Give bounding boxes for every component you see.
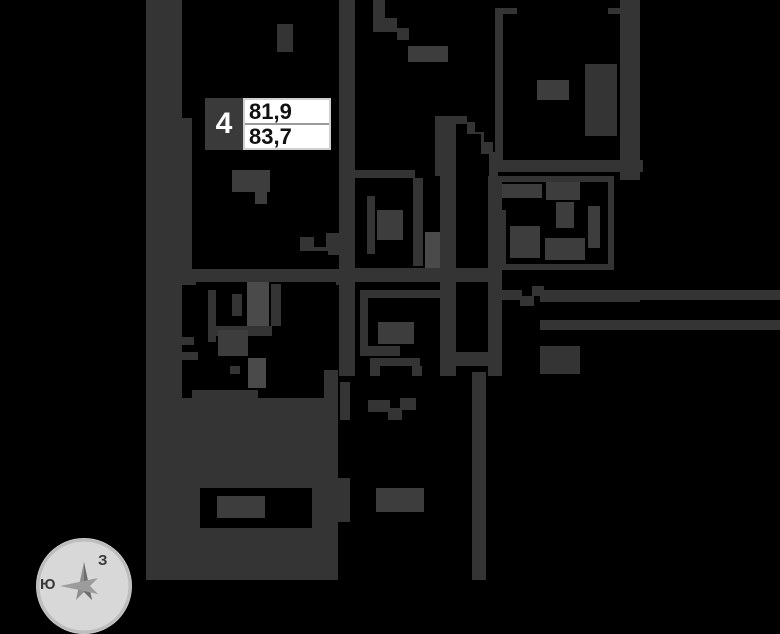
wall-center-right-bottom [440, 352, 502, 366]
wall-top-right-bottom [495, 160, 643, 172]
wall-top-diag-2 [385, 18, 397, 32]
wall-wc-right [413, 178, 423, 266]
wall-wc-divider [367, 196, 375, 254]
area-total: 81,9 [245, 100, 329, 125]
wall-right-stub [500, 290, 522, 300]
wall-top-right-col [585, 64, 617, 136]
furniture-top-right [537, 80, 569, 100]
area-values: 81,9 83,7 [243, 98, 331, 150]
wall-kitchen-frame-r [608, 176, 614, 270]
wall-right-diag-1 [520, 296, 534, 306]
wall-top-right-inner-l [503, 8, 517, 14]
wall-bath-small-1 [182, 337, 194, 345]
wall-balcony-left-bottom [180, 572, 325, 580]
area-badge[interactable]: 4 81,9 83,7 [205, 98, 331, 150]
wall-center-right-vert [440, 120, 456, 388]
room-bath-lower [272, 356, 306, 380]
wall-kitchen-frame-b [492, 264, 614, 270]
wall-top-right-inner-r [608, 8, 620, 14]
wall-bottom-notch-1 [368, 400, 390, 412]
furniture-balcony-left [217, 496, 265, 518]
wall-center-bath-b [368, 346, 400, 356]
floor-plan-canvas: 4 81,9 83,7 Ю З [36, 0, 780, 634]
wall-bath-bottom [192, 390, 258, 400]
wall-balcony-center-right [472, 372, 486, 580]
wall-bottom-center-vert [324, 370, 338, 580]
furniture-center-bath-fixture [378, 322, 414, 344]
wall-bottom-left-notch [170, 568, 180, 580]
door-arc-upper-5 [481, 142, 493, 154]
wall-bottom-notch-3 [400, 398, 416, 410]
room-living-nook [300, 251, 328, 269]
furniture-balcony-center [376, 488, 424, 512]
room-main-living [182, 57, 339, 269]
furniture-bath-wc [248, 358, 266, 388]
wall-bath-vert-2 [232, 294, 242, 316]
wall-main-living-ledge [182, 118, 192, 270]
wall-bath-vert-3 [271, 284, 281, 326]
wall-balcony-center-stub [340, 382, 350, 420]
area-secondary: 83,7 [249, 123, 292, 149]
furniture-kitchen-counter-1 [496, 184, 542, 198]
wall-bottom-notch-2 [388, 408, 402, 420]
wall-right-block [540, 346, 580, 374]
furniture-kitchen-block [556, 202, 574, 228]
wall-top-right-left [495, 8, 503, 168]
wall-center-bath-l [360, 290, 368, 356]
wall-top-notch-a [277, 24, 293, 52]
wall-top-diag-3 [397, 28, 409, 40]
furniture-kitchen-block-3 [545, 238, 585, 260]
furniture-kitchen-counter-2 [546, 182, 580, 200]
compass-rose: Ю З [36, 538, 132, 634]
wall-living-bottom [182, 269, 342, 285]
room-top-4 [397, 0, 463, 28]
room-door-upper-inner2 [467, 134, 481, 176]
wall-top-diag-1 [373, 0, 385, 32]
room-balcony-center [338, 376, 478, 580]
furniture-kitchen-sink [510, 226, 540, 258]
wall-right-line-3 [540, 320, 780, 330]
door-arc-upper-6 [488, 152, 498, 176]
compass-label-south: Ю [40, 576, 56, 593]
wall-right-diag-2 [532, 286, 544, 296]
furniture-top-6 [408, 46, 448, 62]
furniture-bath-counter [218, 330, 248, 356]
furniture-bath-tub [247, 282, 269, 332]
door-arc-lower-2 [380, 358, 420, 366]
wall-bath-vert-1 [208, 290, 216, 342]
wall-balcony-center-left [338, 478, 350, 522]
wall-bath-small-2 [182, 352, 198, 360]
wall-living-step-1 [300, 237, 314, 251]
wall-top-right-edge [620, 0, 640, 180]
wall-hall-upper-top [355, 170, 415, 178]
furniture-living-center-2 [255, 186, 267, 204]
room-top-3 [293, 0, 373, 24]
furniture-kitchen-block-2 [588, 206, 600, 248]
furniture-wc-fixture [377, 210, 403, 240]
wall-kitchen-frame-t [492, 176, 614, 182]
wall-bath-small-3 [230, 366, 240, 374]
wall-right-line-2 [560, 290, 780, 300]
wall-center-bath-t [360, 290, 440, 298]
wall-living-step-3 [326, 233, 340, 255]
room-count: 4 [215, 107, 233, 140]
wall-center-mid-horiz [355, 268, 500, 282]
compass-label-west: З [98, 552, 108, 569]
door-arc-upper-1 [435, 116, 443, 176]
room-door-upper-inner3 [481, 154, 489, 176]
